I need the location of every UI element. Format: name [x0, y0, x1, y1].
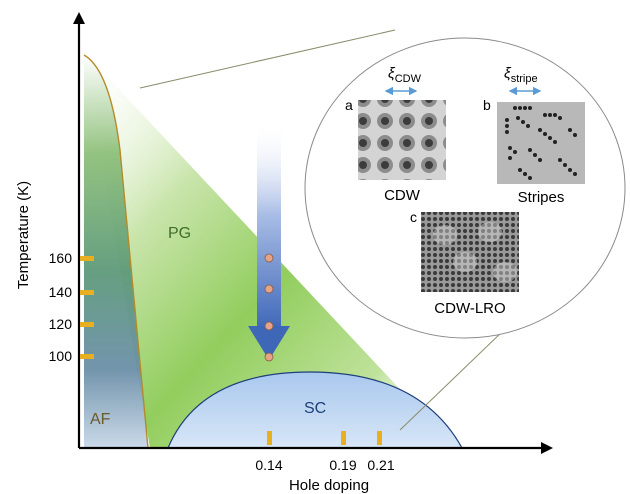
- x-axis-arrowhead: [541, 442, 553, 454]
- xi-stripe-label: ξstripe: [504, 65, 538, 85]
- y-tick-marker: [80, 322, 94, 327]
- x-tick-marker: [341, 431, 346, 445]
- panel-c-modulation: [433, 222, 517, 282]
- x-tick-marker: [267, 431, 272, 445]
- af-region: [84, 55, 148, 448]
- xi-cdw-label: ξCDW: [388, 65, 422, 85]
- pg-label: PG: [168, 225, 191, 242]
- panel-c-letter: c: [410, 209, 417, 225]
- x-tick-label: 0.21: [367, 457, 394, 473]
- y-tick-marker: [80, 290, 94, 295]
- panel-b-caption: Stripes: [518, 189, 565, 206]
- af-label: AF: [90, 411, 111, 428]
- panel-a-image: [358, 100, 446, 180]
- y-axis-label: Temperature (K): [15, 181, 32, 289]
- zoom-line-top: [139, 29, 396, 89]
- panel-c-image: [421, 212, 519, 292]
- x-tick-label: 0.19: [329, 457, 356, 473]
- x-tick-label: 0.14: [255, 457, 282, 473]
- panel-a-caption: CDW: [384, 187, 421, 204]
- y-tick-marker: [80, 354, 94, 359]
- x-axis-label: Hole doping: [289, 477, 369, 494]
- panel-b-image: [497, 102, 585, 184]
- sc-label: SC: [304, 400, 326, 417]
- big-arrow-shaft: [257, 120, 281, 330]
- y-tick-marker: [80, 256, 94, 261]
- zoom-ellipse: [304, 37, 626, 339]
- y-tick-label: 140: [49, 284, 73, 300]
- measurement-dot: [264, 352, 274, 362]
- y-axis-arrowhead: [73, 12, 85, 24]
- sc-dome: [167, 371, 464, 449]
- panel-c-caption: CDW-LRO: [434, 300, 505, 317]
- af-boundary-line: [83, 54, 149, 449]
- y-tick-label: 100: [49, 348, 73, 364]
- panel-b-letter: b: [483, 97, 491, 113]
- measurement-dot: [264, 284, 274, 294]
- x-tick-marker: [377, 431, 382, 445]
- y-tick-label: 120: [49, 316, 73, 332]
- measurement-dot: [264, 321, 274, 331]
- measurement-dot: [264, 253, 274, 263]
- panel-a-letter: a: [345, 97, 353, 113]
- big-arrow-head: [248, 326, 290, 360]
- y-tick-label: 160: [49, 250, 73, 266]
